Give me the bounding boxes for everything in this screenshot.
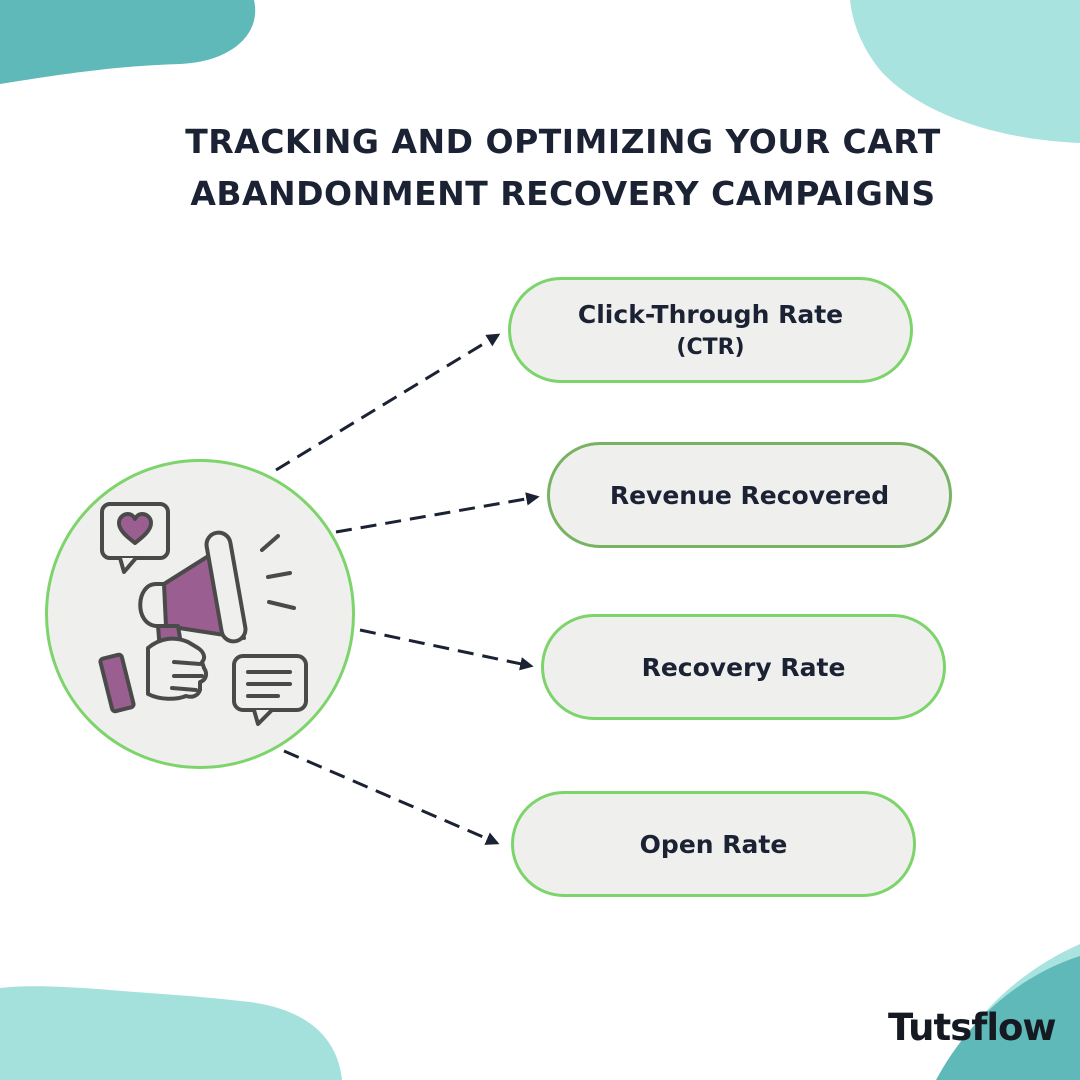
- metric-pill-revenue-recovered: Revenue Recovered: [547, 442, 952, 548]
- arrow-to-recovery: [359, 628, 534, 671]
- metric-sublabel: (CTR): [676, 335, 745, 360]
- arrow-to-open-rate: [283, 749, 500, 845]
- metric-pill-recovery-rate: Recovery Rate: [541, 614, 946, 720]
- metric-label: Click-Through Rate: [577, 300, 844, 329]
- title-line-1: TRACKING AND OPTIMIZING YOUR CART: [185, 122, 941, 161]
- page-title: TRACKING AND OPTIMIZING YOUR CART ABANDO…: [90, 116, 1036, 220]
- brand-logo: Tutsflow: [888, 1006, 1057, 1049]
- top-left-blob: [0, 0, 256, 84]
- bottom-right-blob-dark: [936, 956, 1080, 1080]
- chat-bubble-icon: [232, 654, 308, 726]
- metric-label: Recovery Rate: [641, 652, 846, 682]
- megaphone-icon: [98, 502, 308, 726]
- metric-pill-ctr: Click-Through Rate (CTR): [508, 277, 913, 383]
- title-line-2: ABANDONMENT RECOVERY CAMPAIGNS: [190, 174, 936, 213]
- bottom-left-blob: [0, 986, 342, 1080]
- hub-circle: [45, 459, 355, 769]
- metric-pill-open-rate: Open Rate: [511, 791, 916, 897]
- metric-label: Revenue Recovered: [609, 480, 890, 510]
- heart-bubble-icon: [100, 502, 170, 574]
- bottom-right-swoosh: [918, 930, 1080, 1080]
- top-right-blob: [850, 0, 1080, 143]
- arrow-to-revenue: [335, 492, 540, 534]
- arrow-to-ctr: [275, 333, 501, 472]
- metric-label: Open Rate: [639, 829, 788, 859]
